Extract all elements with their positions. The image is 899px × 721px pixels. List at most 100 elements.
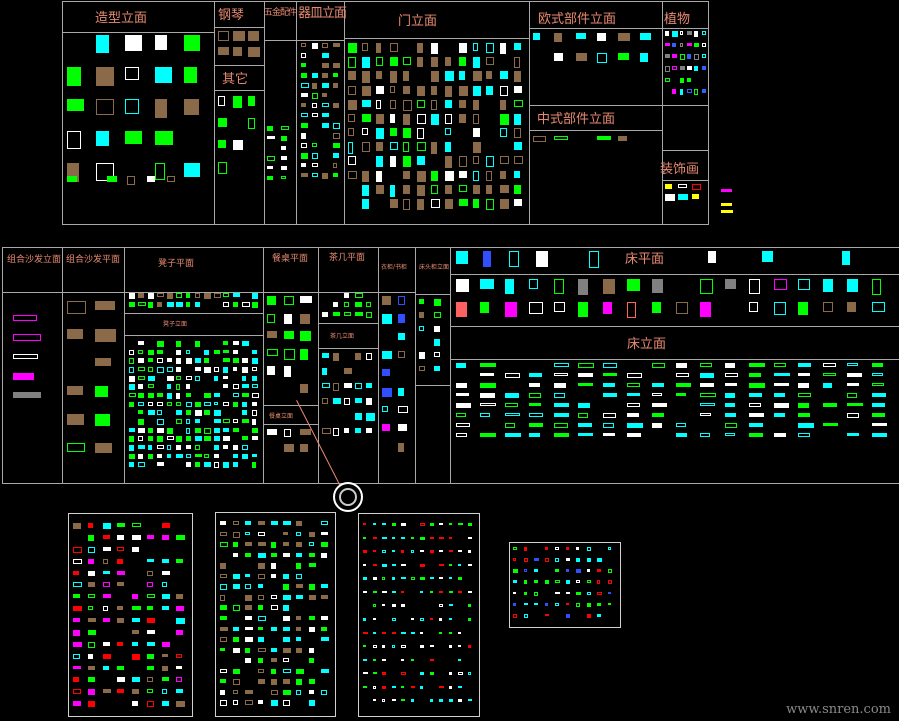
cad-block-symbol — [283, 573, 290, 580]
cad-block-symbol — [161, 677, 169, 682]
cad-block-symbol — [157, 436, 163, 442]
cad-block-symbol — [102, 570, 111, 575]
cad-block-symbol — [514, 71, 522, 83]
cad-block-symbol — [308, 647, 314, 654]
cad-block-symbol — [523, 591, 528, 596]
cad-block-symbol — [185, 302, 191, 307]
cad-block-symbol — [627, 383, 641, 387]
cad-block-symbol — [672, 89, 676, 95]
cad-block-symbol — [639, 53, 649, 62]
cad-block-symbol — [398, 296, 406, 306]
cad-block-symbol — [220, 605, 227, 610]
cad-block-symbol — [401, 604, 406, 607]
cad-block-symbol — [220, 531, 228, 536]
cad-block-symbol — [417, 142, 426, 152]
cad-block-symbol — [565, 602, 569, 606]
cad-block-symbol — [618, 33, 630, 41]
cad-block-symbol — [398, 442, 404, 453]
cad-block-symbol — [322, 113, 330, 118]
cad-block-symbol — [448, 672, 453, 675]
cad-block-symbol — [166, 453, 172, 458]
cad-block-symbol — [724, 433, 736, 437]
cad-block-symbol — [232, 349, 239, 355]
cad-symbol-group — [347, 42, 527, 212]
cad-block-symbol — [251, 384, 258, 388]
cad-block-symbol — [429, 550, 435, 554]
cad-block-symbol — [102, 618, 111, 623]
cad-block-symbol — [348, 156, 356, 165]
cad-block-symbol — [176, 689, 183, 694]
cad-block-symbol — [73, 665, 81, 670]
cad-block-symbol — [322, 53, 329, 58]
cad-symbol-group — [266, 125, 294, 185]
cad-block-symbol — [232, 521, 239, 525]
cad-block-symbol — [389, 85, 396, 94]
cad-block-symbol — [94, 301, 116, 311]
cad-block-symbol — [308, 679, 316, 684]
cad-block-symbol — [245, 552, 251, 558]
cad-block-symbol — [232, 584, 241, 590]
cad-block-symbol — [176, 393, 181, 399]
cad-block-symbol — [798, 383, 810, 388]
cad-block-symbol — [578, 363, 594, 368]
cad-block-symbol — [687, 66, 692, 71]
cad-block-symbol — [220, 689, 226, 695]
cad-symbol-group — [720, 188, 740, 216]
cad-block-symbol — [500, 198, 509, 210]
cad-block-symbol — [672, 66, 678, 71]
cad-block-symbol — [480, 403, 496, 407]
cad-block-symbol — [602, 433, 615, 437]
cad-block-symbol — [117, 558, 123, 565]
cad-block-symbol — [154, 163, 166, 180]
cad-block-symbol — [176, 618, 185, 624]
cad-block-symbol — [679, 66, 685, 71]
cad-block-symbol — [157, 393, 164, 398]
cad-block-symbol — [724, 363, 735, 368]
cad-block-symbol — [125, 131, 143, 144]
divider — [263, 405, 318, 406]
cad-block-symbol — [372, 523, 377, 525]
cad-block-symbol — [94, 386, 109, 397]
cad-block-symbol — [700, 373, 714, 378]
cad-block-symbol — [694, 42, 699, 47]
cad-block-symbol — [267, 126, 274, 131]
cad-block-symbol — [232, 647, 241, 654]
cad-block-symbol — [504, 423, 516, 428]
cad-block-symbol — [301, 113, 308, 117]
cad-block-symbol — [553, 403, 570, 407]
cad-block-symbol — [322, 173, 328, 179]
cad-block-symbol — [871, 383, 885, 387]
cad-block-symbol — [183, 99, 200, 116]
cad-block-symbol — [372, 550, 377, 553]
cad-block-symbol — [500, 99, 507, 111]
cad-block-symbol — [410, 658, 415, 662]
cad-block-symbol — [458, 113, 467, 124]
cad-block-symbol — [245, 573, 251, 578]
cad-block-symbol — [467, 645, 471, 648]
cad-block-symbol — [220, 584, 227, 591]
cad-block-symbol — [514, 156, 523, 165]
cad-block-symbol — [245, 700, 253, 706]
watermark: www.snren.com — [786, 702, 891, 717]
cad-block-symbol — [480, 363, 496, 368]
cad-block-symbol — [513, 558, 517, 562]
cad-block-symbol — [514, 43, 521, 51]
cad-block-symbol — [267, 166, 274, 170]
cad-block-symbol — [618, 136, 627, 141]
divider — [378, 247, 379, 483]
cad-block-symbol — [242, 445, 248, 450]
cad-block-symbol — [245, 605, 252, 611]
cad-block-symbol — [773, 403, 789, 408]
cad-block-symbol — [555, 602, 559, 607]
cad-block-symbol — [218, 31, 229, 41]
cad-block-symbol — [344, 368, 353, 374]
cad-block-symbol — [410, 631, 416, 635]
cad-block-symbol — [363, 577, 368, 581]
cad-block-symbol — [176, 302, 183, 308]
cad-block-symbol — [267, 313, 276, 323]
cad-block-symbol — [529, 393, 541, 398]
cad-block-symbol — [431, 142, 437, 154]
cad-block-symbol — [73, 653, 80, 659]
cad-block-symbol — [419, 299, 425, 305]
cad-block-symbol — [514, 170, 521, 178]
